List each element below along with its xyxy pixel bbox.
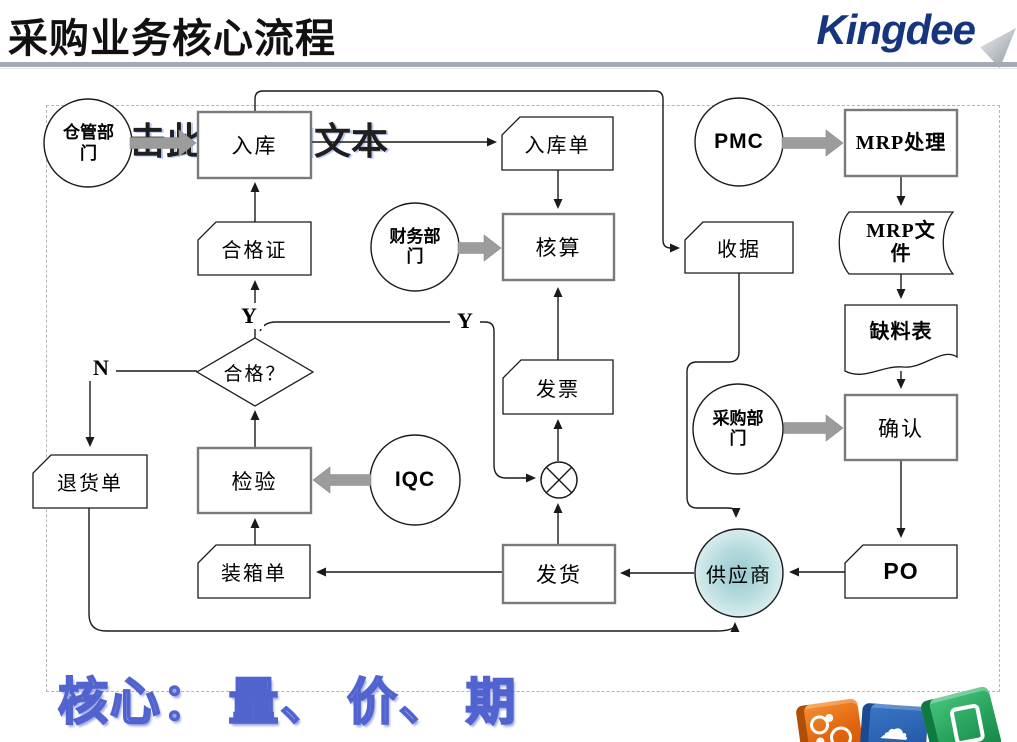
supplier-circle xyxy=(694,528,784,618)
kingdee-cube-molecule-icon xyxy=(795,697,865,742)
header-divider xyxy=(0,62,1017,67)
content-placeholder-frame xyxy=(46,105,1000,692)
inspection-box xyxy=(196,446,313,515)
purchasing-dept-circle xyxy=(692,383,784,475)
invoice-card xyxy=(502,359,614,415)
accounting-box xyxy=(501,212,616,282)
shipping-box xyxy=(501,543,617,605)
cert-card xyxy=(197,221,312,276)
footer-wordart: 核心： 量、 价、 期 xyxy=(57,673,518,731)
packing-list-card xyxy=(197,544,311,599)
connector-inbound-to-receipt xyxy=(254,90,680,253)
receipt-card xyxy=(684,221,794,274)
connector-decision-yes-to-junction xyxy=(259,321,536,483)
cloud-icon: ☁ xyxy=(877,711,911,742)
mrp-file-shape xyxy=(838,211,955,275)
iqc-circle xyxy=(369,434,461,526)
tablet-icon xyxy=(948,702,986,742)
arrow-purchasing-to-confirm xyxy=(783,414,844,442)
arrow-iqc-to-inspection xyxy=(312,466,372,494)
return-slip-card xyxy=(32,454,148,509)
page-title: 采购业务核心流程 xyxy=(8,17,336,61)
inbound-slip-card xyxy=(501,116,614,171)
finance-dept-circle xyxy=(370,202,460,292)
connector-decision-no-to-return-slip xyxy=(85,370,197,447)
connector-return-slip-to-supplier xyxy=(88,508,740,633)
inbound-box xyxy=(196,110,313,180)
warehouse-dept-circle xyxy=(43,98,133,188)
sum-junction-icon xyxy=(540,461,578,499)
connector-receipt-to-supplier xyxy=(686,272,741,518)
header-divider-shadow xyxy=(0,68,1017,69)
confirm-box xyxy=(843,393,959,462)
mrp-process-box xyxy=(843,108,959,178)
decision-diamond xyxy=(195,337,315,407)
arrow-pmc-to-mrpprocess xyxy=(781,129,844,157)
arrow-warehouse-to-inbound xyxy=(129,129,197,157)
shortage-list-shape xyxy=(844,304,958,375)
po-card xyxy=(844,544,958,599)
arrow-finance-to-accounting xyxy=(457,234,502,262)
pmc-circle xyxy=(694,97,784,187)
kingdee-logo: Kingdee xyxy=(816,6,976,53)
kingdee-cube-cloud-icon: ☁ xyxy=(859,702,929,742)
block-arrows xyxy=(129,129,844,494)
